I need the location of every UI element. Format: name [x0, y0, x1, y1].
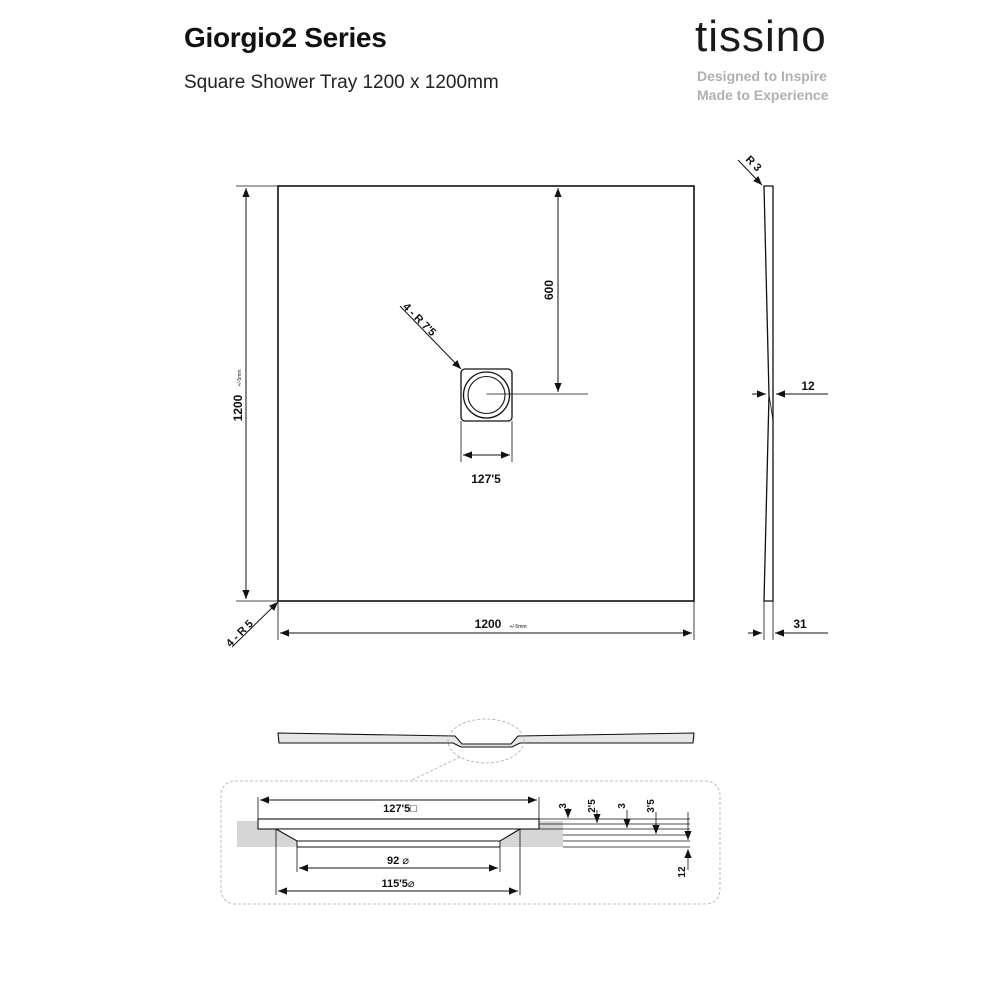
detail-frame: [220, 780, 721, 905]
square-symbol: □: [410, 803, 417, 815]
height-tolerance-label: +/-5mm: [237, 369, 243, 386]
height-dimension-label: 1200: [231, 394, 245, 421]
plan-view: 1200 +/-5mm 1200 +/-5mm 600 4 - R 7'5 12…: [224, 185, 695, 650]
page-subtitle: Square Shower Tray 1200 x 1200mm: [184, 72, 499, 93]
width-tolerance-label: +/-5mm: [509, 624, 526, 630]
detail-callout-ellipse: [447, 718, 525, 764]
drain-width-label: 127'5: [471, 472, 501, 486]
edge-height-label: 31: [793, 617, 807, 631]
section-view: [277, 718, 695, 782]
dim-b-label: 2'5: [587, 799, 598, 813]
dim-d-label: 3'5: [646, 799, 657, 813]
drain-body: [273, 828, 522, 842]
outer-diameter-label: 115'5⌀: [381, 878, 414, 890]
drain-outer-circle: [462, 371, 511, 419]
brand-tagline-1: Designed to Inspire: [697, 68, 827, 84]
drain-depth-label: 12: [801, 379, 815, 393]
section-profile: [277, 732, 695, 748]
edge-radius-leader: [737, 159, 763, 186]
tray-radius-leader: [231, 601, 279, 648]
side-profile-outline: [763, 185, 774, 602]
drain-neck: [296, 840, 501, 848]
dim-e-label: 12: [677, 866, 688, 878]
tray-radius-label: 4 - R 5: [224, 618, 256, 650]
tray-outline: [277, 185, 695, 602]
detail-callout-leader: [409, 756, 461, 782]
dim-c-label: 3: [617, 803, 628, 809]
drain-flange: [257, 818, 540, 830]
detail-view: 127'5□ 92 ⌀ 115'5⌀ 3 2'5 3 3'5 12: [220, 780, 721, 905]
side-view: R 3 12 31: [737, 154, 828, 640]
drain-square: [460, 368, 513, 422]
page-title: Giorgio2 Series: [184, 22, 387, 53]
inner-diameter-label: 92 ⌀: [387, 855, 409, 867]
width-dimension-label: 1200: [475, 617, 502, 631]
brand-tagline-2: Made to Experience: [697, 87, 829, 103]
side-profile-slope: [768, 394, 774, 421]
drain-radius-label: 4 - R 7'5: [400, 301, 438, 339]
drain-inner-circle: [467, 375, 506, 415]
drain-radius-leader: [399, 305, 462, 370]
brand-logo: tissino: [695, 12, 827, 61]
dim-a-label: 3: [558, 803, 569, 809]
drain-offset-label: 600: [542, 280, 556, 300]
diameter-symbol: ⌀: [402, 855, 409, 867]
top-width-label: 127'5□: [383, 803, 417, 815]
diameter-symbol-2: ⌀: [408, 878, 415, 890]
edge-radius-label: R 3: [743, 154, 764, 175]
